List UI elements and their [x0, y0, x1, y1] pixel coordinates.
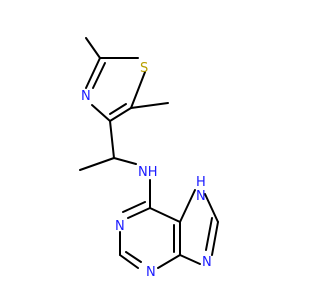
- bond-c2p-n3: [119, 254, 139, 269]
- atom-label-n7: N: [196, 189, 206, 204]
- atom-labels: S N NH H N N N N: [81, 61, 212, 280]
- bond-c4-ch: [109, 120, 115, 159]
- bond-n3-c2: [85, 57, 101, 89]
- bond-c5p-n7: [179, 189, 196, 223]
- bond-n7-c8: [204, 193, 219, 223]
- atom-label-n3: N: [146, 265, 156, 280]
- bond-c6-n1: [127, 207, 151, 219]
- bonds: [79, 37, 219, 269]
- bond-c4-n3: [91, 104, 111, 122]
- bond-n9-c4p: [179, 254, 201, 265]
- bond-methyl-c5: [130, 102, 169, 109]
- bond-c5p-c6: [149, 207, 181, 223]
- bond-n3-c2-double: [92, 62, 106, 89]
- bond-c2p-n3-double: [125, 251, 142, 263]
- atom-label-n-thiazole: N: [81, 89, 91, 104]
- bond-c5-c4-double: [109, 103, 127, 115]
- molecule-structure: S N NH H N N N N: [79, 37, 219, 280]
- bond-c5-c4: [109, 107, 132, 122]
- bond-s-c5: [130, 71, 146, 109]
- atom-label-h-imidazole: H: [196, 175, 206, 190]
- bond-c8-n9: [211, 221, 219, 256]
- atom-label-s: S: [140, 61, 148, 76]
- bond-ch-nh: [113, 157, 137, 165]
- bond-n3-c4p: [157, 254, 181, 269]
- atom-label-n9: N: [202, 255, 212, 270]
- bond-c6-n1-double: [122, 201, 146, 213]
- atom-label-nh: NH: [138, 165, 158, 180]
- bond-c8-n9-double: [205, 217, 213, 251]
- atom-label-n1: N: [115, 219, 125, 234]
- bond-ch-methyl: [79, 157, 115, 171]
- bond-methyl-c2: [85, 37, 101, 59]
